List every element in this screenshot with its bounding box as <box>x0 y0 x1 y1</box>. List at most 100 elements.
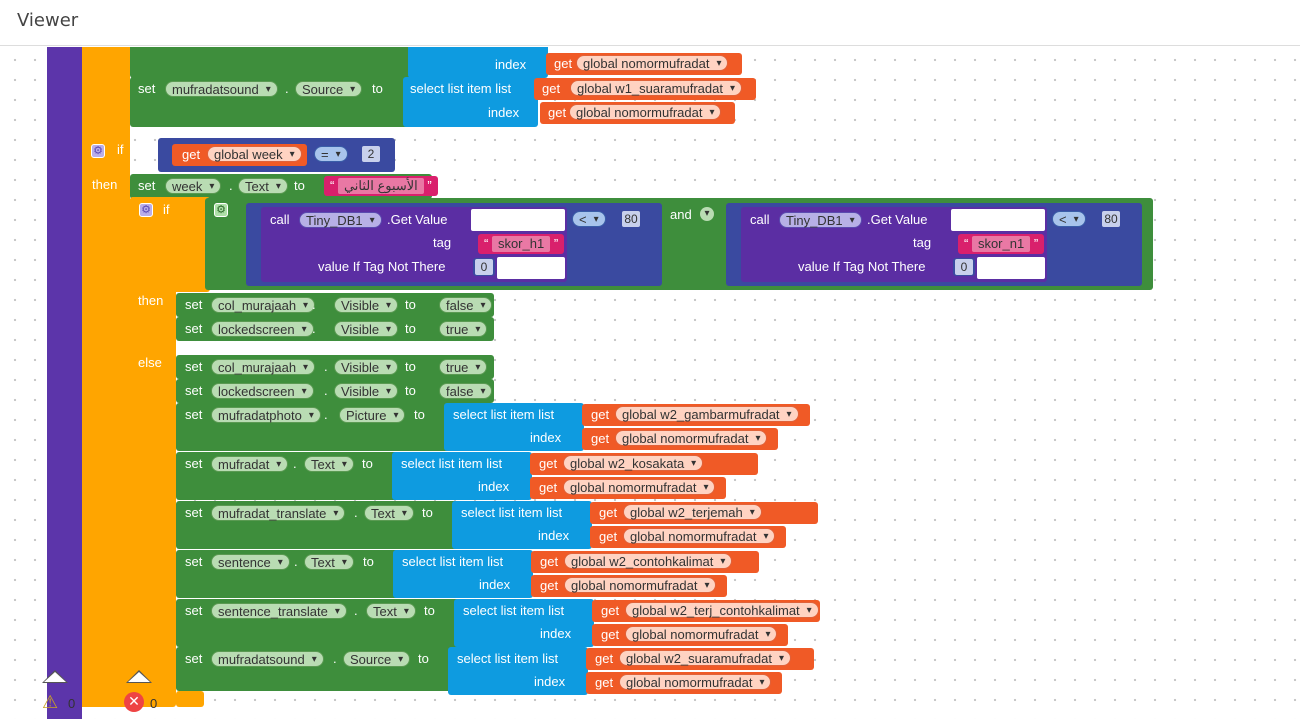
number-block[interactable]: 0 <box>473 258 495 276</box>
property-dropdown[interactable]: Text <box>238 178 288 195</box>
set-block-top-1[interactable] <box>130 47 410 78</box>
property-dropdown[interactable]: Text <box>364 505 414 522</box>
number-value[interactable]: 0 <box>475 259 493 275</box>
number-value[interactable]: 0 <box>955 259 973 275</box>
property-dropdown[interactable]: Text <box>366 603 416 620</box>
component-dropdown[interactable]: week <box>165 178 222 195</box>
var-dropdown[interactable]: global w2_contohkalimat <box>564 553 733 570</box>
number-block[interactable]: 80 <box>1100 210 1122 228</box>
property-dropdown[interactable]: Source <box>343 651 411 668</box>
boolean-dropdown[interactable]: false <box>439 383 493 400</box>
mutator-gear-icon[interactable]: ⚙ <box>91 144 105 158</box>
var-dropdown[interactable]: global nomormufradat <box>623 528 776 545</box>
text-value[interactable]: skor_h1 <box>491 236 551 252</box>
get-block-index[interactable]: get global nomormufradat <box>540 102 735 124</box>
text-value[interactable]: الأسبوع الثاني <box>337 178 424 194</box>
text-value[interactable]: skor_n1 <box>971 236 1031 252</box>
property-dropdown[interactable]: Visible <box>334 297 399 314</box>
error-icon[interactable]: ✕ <box>124 692 144 712</box>
warning-icon[interactable]: ⚠ <box>42 692 59 712</box>
var-dropdown[interactable]: global nomormufradat <box>615 430 768 447</box>
get-block[interactable]: get global nomormufradat <box>546 53 742 75</box>
component-dropdown[interactable]: Tiny_DB1 <box>779 212 862 229</box>
set-block-mufradatsound[interactable]: set mufradatsound . Source to <box>130 77 410 127</box>
var-dropdown[interactable]: global nomormufradat <box>564 577 717 594</box>
component-dropdown[interactable]: mufradatsound <box>165 81 278 98</box>
select-list-block-top-1[interactable] <box>408 47 548 78</box>
var-dropdown[interactable]: global w2_terj_contohkalimat <box>625 602 819 619</box>
collapse-arrow-icon[interactable] <box>42 670 68 683</box>
number-value[interactable]: 80 <box>1102 211 1120 227</box>
number-block[interactable]: 80 <box>620 210 642 228</box>
component-dropdown[interactable]: mufradatphoto <box>211 407 321 424</box>
component-dropdown[interactable]: col_murajaah <box>211 359 316 376</box>
var-dropdown[interactable]: global w2_suaramufradat <box>619 650 791 667</box>
operator-dropdown[interactable]: = <box>314 146 348 163</box>
procedure-block-bar[interactable] <box>47 47 82 719</box>
var-dropdown[interactable]: global w2_terjemah <box>623 504 762 521</box>
text-block-tag[interactable]: “ skor_h1 ” <box>478 234 565 254</box>
text-block-week[interactable]: “ الأسبوع الثاني ” <box>324 176 438 196</box>
collapse-arrow-icon[interactable] <box>126 670 152 683</box>
number-value[interactable]: 80 <box>622 211 640 227</box>
property-dropdown[interactable]: Visible <box>334 321 399 338</box>
var-dropdown[interactable]: global nomormufradat <box>625 626 778 643</box>
var-dropdown[interactable]: global nomormufradat <box>563 479 716 496</box>
component-dropdown[interactable]: Tiny_DB1 <box>299 212 382 229</box>
component-dropdown[interactable]: mufradat_translate <box>211 505 346 522</box>
property-dropdown[interactable]: Picture <box>339 407 406 424</box>
mutator-gear-icon[interactable]: ⚙ <box>214 203 228 217</box>
if-block-bottom[interactable] <box>176 691 204 707</box>
var-dropdown[interactable]: global w1_suaramufradat <box>570 80 742 97</box>
select-list-block[interactable]: select list item list index <box>403 77 538 127</box>
outer-if-block[interactable] <box>82 47 130 707</box>
text-block-tag[interactable]: “ skor_n1 ” <box>958 234 1045 254</box>
var-dropdown[interactable]: global nomormufradat <box>576 55 729 72</box>
var-dropdown[interactable]: global nomormufradat <box>569 104 722 121</box>
property-dropdown[interactable]: Source <box>295 81 363 98</box>
component-dropdown[interactable]: sentence_translate <box>211 603 347 620</box>
boolean-dropdown[interactable]: true <box>439 321 488 338</box>
property-dropdown[interactable]: Text <box>304 554 354 571</box>
var-dropdown[interactable]: global w2_gambarmufradat <box>615 406 799 423</box>
chevron-down-icon[interactable]: ▾ <box>700 207 714 221</box>
component-dropdown[interactable]: lockedscreen <box>211 321 314 338</box>
compare-block[interactable]: get global week = 2 <box>158 138 395 172</box>
get-block-week[interactable]: get global week <box>172 144 307 166</box>
property-dropdown[interactable]: Visible <box>334 383 399 400</box>
blocks-workspace[interactable]: index get global nomormufradat set mufra… <box>0 47 1300 719</box>
boolean-dropdown[interactable]: false <box>439 297 493 314</box>
tinydb-getvalue-block-1[interactable]: call Tiny_DB1 .Get Value tag value If Ta… <box>261 207 567 282</box>
number-value[interactable]: 2 <box>362 146 380 162</box>
number-block[interactable]: 2 <box>360 145 382 163</box>
boolean-dropdown[interactable]: true <box>439 359 488 376</box>
component-dropdown[interactable]: col_murajaah <box>211 297 316 314</box>
mutator-gear-icon[interactable]: ⚙ <box>139 203 153 217</box>
property-dropdown[interactable]: Visible <box>334 359 399 376</box>
var-dropdown[interactable]: global week <box>207 146 302 163</box>
